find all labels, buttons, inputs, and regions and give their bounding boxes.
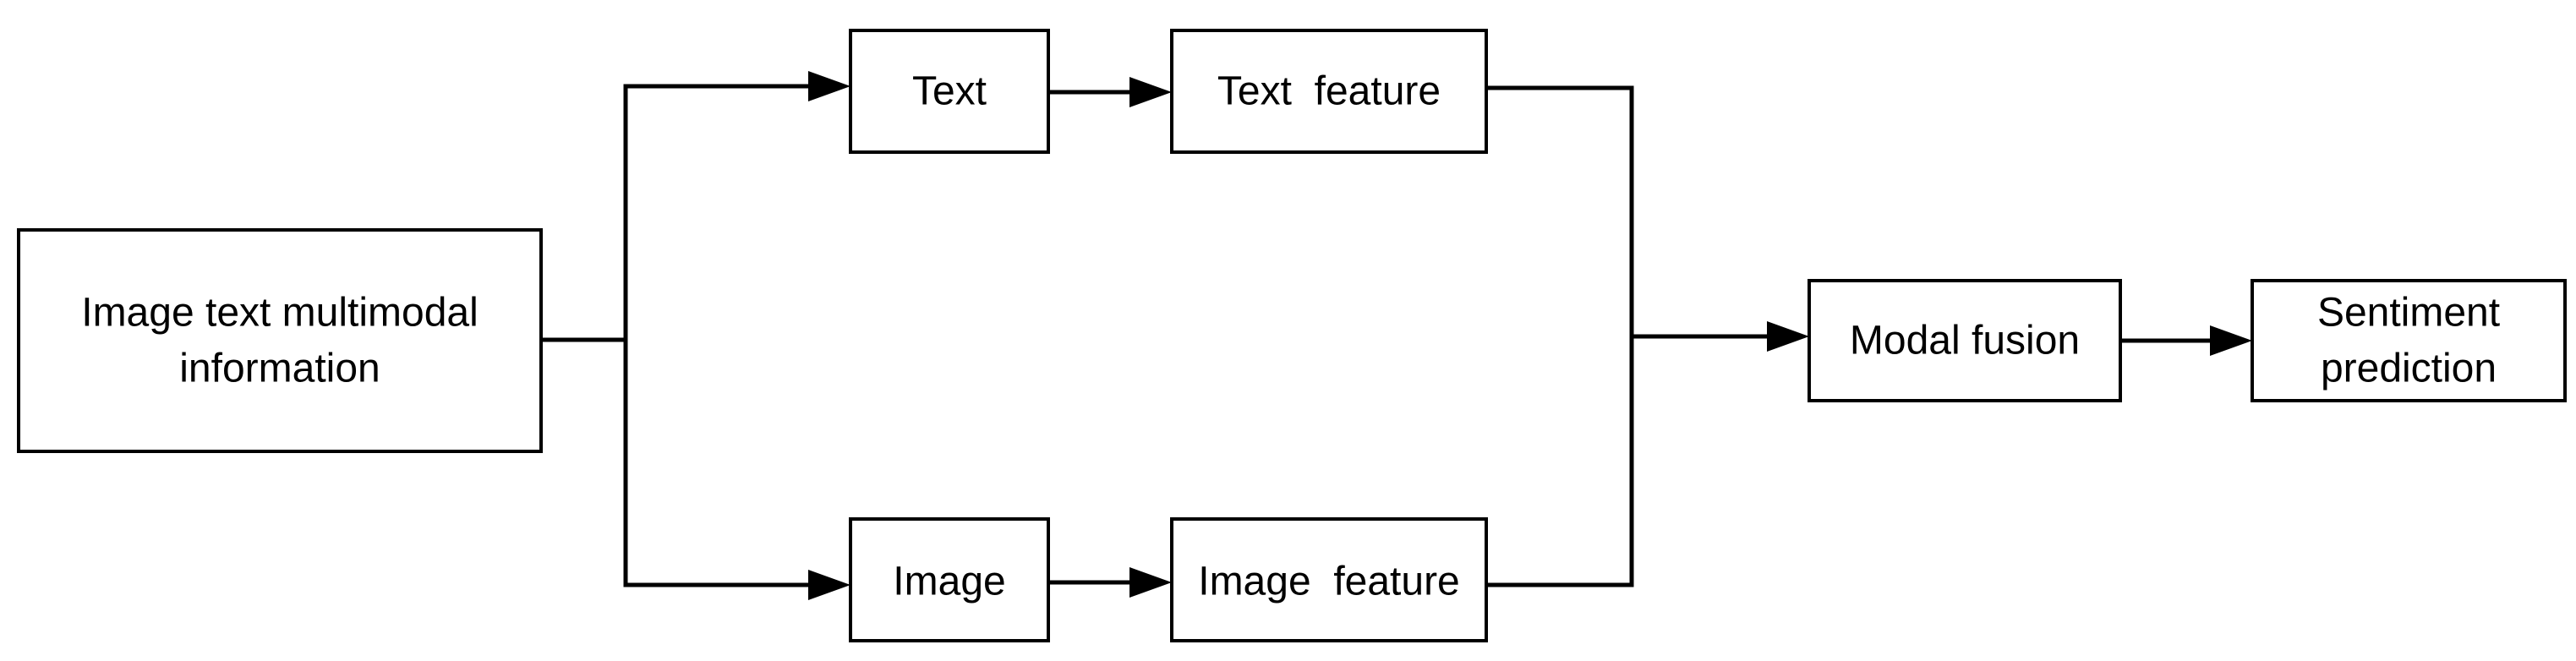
arrow-head-to-fusion [1767, 321, 1809, 352]
arrow-head-to-sentiment [2210, 325, 2252, 356]
node-image-feature: Image feature [1170, 517, 1488, 642]
node-text-label: Text [912, 69, 987, 114]
node-image-feature-label: Image feature [1198, 560, 1460, 604]
node-text-box [849, 29, 1050, 154]
node-text-feature-label: Text feature [1217, 69, 1441, 114]
node-image-label: Image [893, 560, 1005, 604]
node-text: Text [849, 29, 1050, 154]
arrow-head-to-text [808, 71, 850, 101]
arrow-head-to-image-feature [1129, 567, 1172, 598]
connectors [541, 71, 2252, 600]
node-image-box [849, 517, 1050, 642]
node-sentiment-prediction-label-line1: Sentiment [2317, 291, 2500, 336]
node-sentiment-prediction: Sentiment prediction [2251, 279, 2567, 402]
node-sentiment-prediction-label-line2: prediction [2321, 347, 2497, 391]
node-input-box [17, 228, 543, 453]
node-image-feature-box [1170, 517, 1488, 642]
connector-split-to-text [623, 84, 817, 340]
node-text-feature-box [1170, 29, 1488, 154]
node-modal-fusion: Modal fusion [1808, 279, 2122, 402]
node-modal-fusion-label: Modal fusion [1850, 319, 2080, 363]
node-text-feature: Text feature [1170, 29, 1488, 154]
node-input-label-line2: information [179, 347, 380, 391]
arrow-head-to-image [808, 570, 850, 600]
arrow-head-to-text-feature [1129, 77, 1172, 107]
node-sentiment-prediction-box [2251, 279, 2567, 402]
connector-split-to-image [623, 340, 817, 587]
node-image: Image [849, 517, 1050, 642]
node-input: Image text multimodal information [17, 228, 543, 453]
node-input-label-line1: Image text multimodal [81, 291, 479, 336]
connector-features-merge [1486, 85, 1634, 587]
node-modal-fusion-box [1808, 279, 2122, 402]
